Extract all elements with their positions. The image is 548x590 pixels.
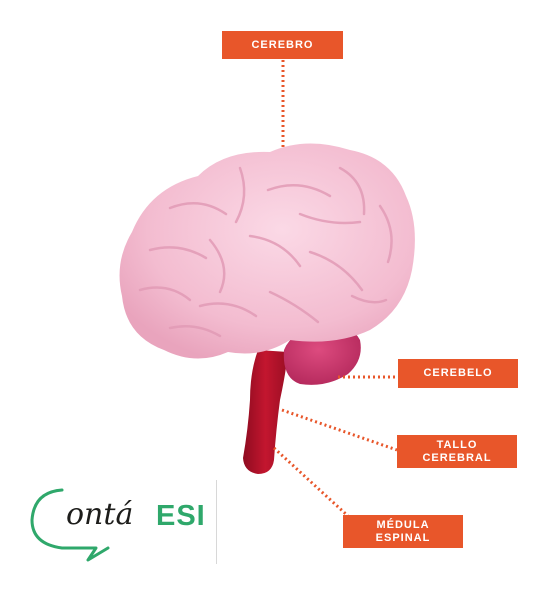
label-cerebro-text: CEREBRO xyxy=(251,38,314,51)
leader-lines xyxy=(272,60,398,518)
logo-esi: ESI xyxy=(156,500,206,532)
leader-tallo xyxy=(281,408,398,452)
leader-medula xyxy=(272,446,350,518)
label-tallo-line1: TALLO xyxy=(436,438,478,451)
label-cerebro: CEREBRO xyxy=(222,31,343,59)
label-tallo-cerebral: TALLO CEREBRAL xyxy=(397,435,517,468)
label-cerebelo-text: CEREBELO xyxy=(423,367,493,379)
logo-bubble-outline xyxy=(30,488,110,562)
cerebrum-shape xyxy=(119,143,415,359)
label-medula-line2: ESPINAL xyxy=(375,531,431,544)
label-cerebelo: CEREBELO xyxy=(398,359,518,388)
brain-folds xyxy=(138,166,393,338)
label-tallo-line2: CEREBRAL xyxy=(422,451,492,464)
label-medula-espinal: MÉDULA ESPINAL xyxy=(343,515,463,548)
brainstem-shape xyxy=(243,350,288,474)
logo-word: ontá xyxy=(66,497,134,532)
logo-divider xyxy=(216,480,217,564)
label-medula-line1: MÉDULA xyxy=(376,518,430,531)
